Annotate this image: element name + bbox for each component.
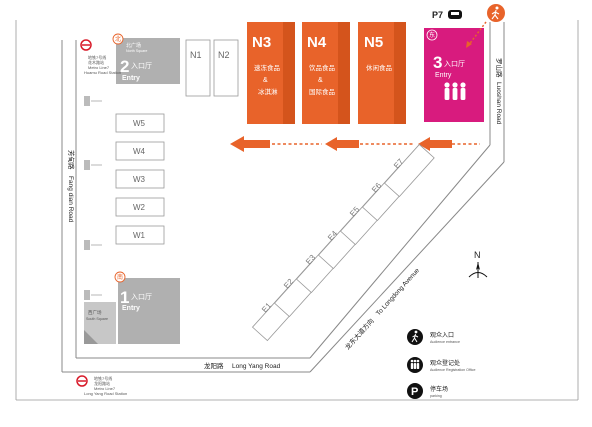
legend-item-registration: 观众登记处 Audience Registration Office	[407, 357, 475, 373]
west-square-en: South Square	[86, 317, 108, 321]
luoshan-road-en: Luoshan Road	[495, 82, 502, 125]
legend-entrance-en: Audience entrance	[430, 340, 460, 344]
hall-w3[interactable]: W3	[115, 169, 165, 189]
hall-w2[interactable]: W2	[115, 197, 165, 217]
metro-north-l3: Metro Line7	[88, 65, 110, 70]
legend-registration-en: Audience Registration Office	[430, 368, 475, 372]
metro-north-l4: Huamu Road Station	[84, 70, 121, 75]
hall-n4-line2: 国际食品	[309, 87, 335, 96]
metro-north-l1: 地铁7号线	[88, 54, 106, 60]
walker-icon	[487, 4, 505, 22]
roadside-sign-icon	[84, 290, 102, 300]
hall-n5[interactable]: N5 休闲食品	[358, 22, 406, 124]
luoshan-road-cn: 罗山路	[495, 58, 504, 78]
hall-w2-code: W2	[133, 203, 146, 212]
hall-n3-code: N3	[252, 34, 271, 51]
south-entry-dir: 南	[117, 273, 123, 281]
north-entry-en: Entry	[122, 75, 140, 82]
hall-n2[interactable]: N2	[213, 39, 239, 97]
south-entry-en: Entry	[122, 305, 140, 312]
east-entry-cn: 入口厅	[444, 60, 465, 68]
roadside-sign-icon	[84, 160, 102, 170]
south-entry[interactable]: 南 1 入口厅 Entry	[114, 271, 180, 344]
legend-entrance-cn: 观众入口	[430, 332, 454, 339]
legend-parking-cn: 停车场	[430, 385, 448, 393]
east-entry-en: Entry	[435, 72, 452, 79]
legend: 观众入口 Audience entrance 观众登记处 Audience Re…	[407, 329, 475, 399]
hall-w1[interactable]: W1	[115, 225, 165, 245]
flow-arrows	[230, 136, 480, 152]
longdong-cn: 龙东大道方向	[343, 316, 376, 351]
hall-n3-line2: 冰淇淋	[258, 87, 278, 96]
hall-w1-code: W1	[133, 231, 146, 240]
roadside-sign-icon	[84, 240, 102, 250]
east-entry[interactable]: 东 3 入口厅 Entry	[424, 28, 484, 122]
compass: N	[468, 250, 488, 278]
registration-people-icon	[444, 82, 466, 100]
p7-parking-label: P7	[432, 10, 462, 20]
north-entry-dir: 北	[115, 35, 121, 43]
longdong-en: To Longdong Avenue	[375, 267, 421, 317]
north-entry-cn: 入口厅	[131, 62, 152, 70]
hall-w5-code: W5	[133, 119, 146, 128]
north-square-en: North Square	[126, 49, 147, 53]
metro-north-l2: 花木路站	[88, 59, 104, 65]
roadside-sign-icon	[84, 96, 102, 106]
compass-label: N	[474, 250, 481, 260]
legend-item-parking: P 停车场 parking	[407, 383, 448, 399]
north-square-cn: 北广场	[126, 42, 141, 49]
metro-north: 地铁7号线 花木路站 Metro Line7 Huamu Road Statio…	[80, 39, 121, 75]
west-square: 西广场 South Square	[84, 302, 116, 344]
east-entry-num: 3	[433, 53, 442, 72]
hall-n5-line1: 休闲食品	[366, 63, 392, 72]
hall-n3-amp: &	[263, 77, 268, 84]
hall-n3-line1: 速冻食品	[254, 63, 280, 72]
longyang-road-en: Long Yang Road	[232, 363, 281, 370]
metro-south-l3: Metro Line7	[94, 386, 116, 391]
hall-n4-line1: 饮品食品	[309, 63, 335, 72]
fangdian-road-label: 芳甸路 Fang dian Road	[67, 150, 76, 223]
south-entry-cn: 入口厅	[131, 293, 152, 301]
hall-n1[interactable]: N1	[185, 39, 211, 97]
roadside-icons	[84, 96, 102, 300]
longyang-road-cn: 龙阳路	[204, 361, 224, 370]
hall-n3[interactable]: N3 速冻食品 & 冰淇淋	[247, 22, 295, 124]
hall-w4[interactable]: W4	[115, 141, 165, 161]
hall-n1-code: N1	[190, 50, 202, 60]
north-entry-num: 2	[120, 57, 129, 76]
fangdian-road-cn: 芳甸路	[67, 150, 76, 170]
walk-path-arrowhead	[466, 41, 472, 48]
metro-south: 地铁7号线 龙阳路站 Metro Line7 Long Yang Road St…	[76, 375, 127, 396]
parking-legend-glyph: P	[411, 386, 418, 398]
luoshan-road-label: 罗山路 Luoshan Road	[495, 58, 504, 125]
west-square-cn: 西广场	[88, 309, 102, 316]
north-entry[interactable]: 北 北广场 North Square 2 入口厅 Entry	[112, 33, 180, 84]
metro-south-l2: 龙阳路站	[94, 380, 110, 386]
walk-path-dashed	[467, 21, 487, 47]
hall-w5[interactable]: W5	[115, 113, 165, 133]
hall-n4-code: N4	[307, 34, 327, 51]
road-outlines	[61, 22, 505, 373]
east-entry-dir: 东	[429, 31, 435, 39]
p7-label: P7	[432, 10, 443, 20]
metro-south-l4: Long Yang Road Station	[84, 391, 127, 396]
hall-w4-code: W4	[133, 147, 146, 156]
hall-n4[interactable]: N4 饮品食品 & 国际食品	[302, 22, 350, 124]
fangdian-road-en: Fang dian Road	[67, 176, 74, 223]
compass-arrow-icon	[476, 262, 480, 270]
hall-w3-code: W3	[133, 175, 146, 184]
legend-item-entrance: 观众入口 Audience entrance	[407, 329, 460, 345]
hall-n5-code: N5	[364, 34, 383, 51]
parking-legend-icon	[407, 383, 423, 399]
hall-n4-amp: &	[318, 77, 323, 84]
legend-registration-cn: 观众登记处	[430, 359, 460, 367]
metro-south-l1: 地铁7号线	[94, 375, 112, 381]
hall-n2-code: N2	[218, 50, 230, 60]
south-entry-num: 1	[120, 288, 129, 307]
legend-parking-en: parking	[430, 394, 442, 398]
